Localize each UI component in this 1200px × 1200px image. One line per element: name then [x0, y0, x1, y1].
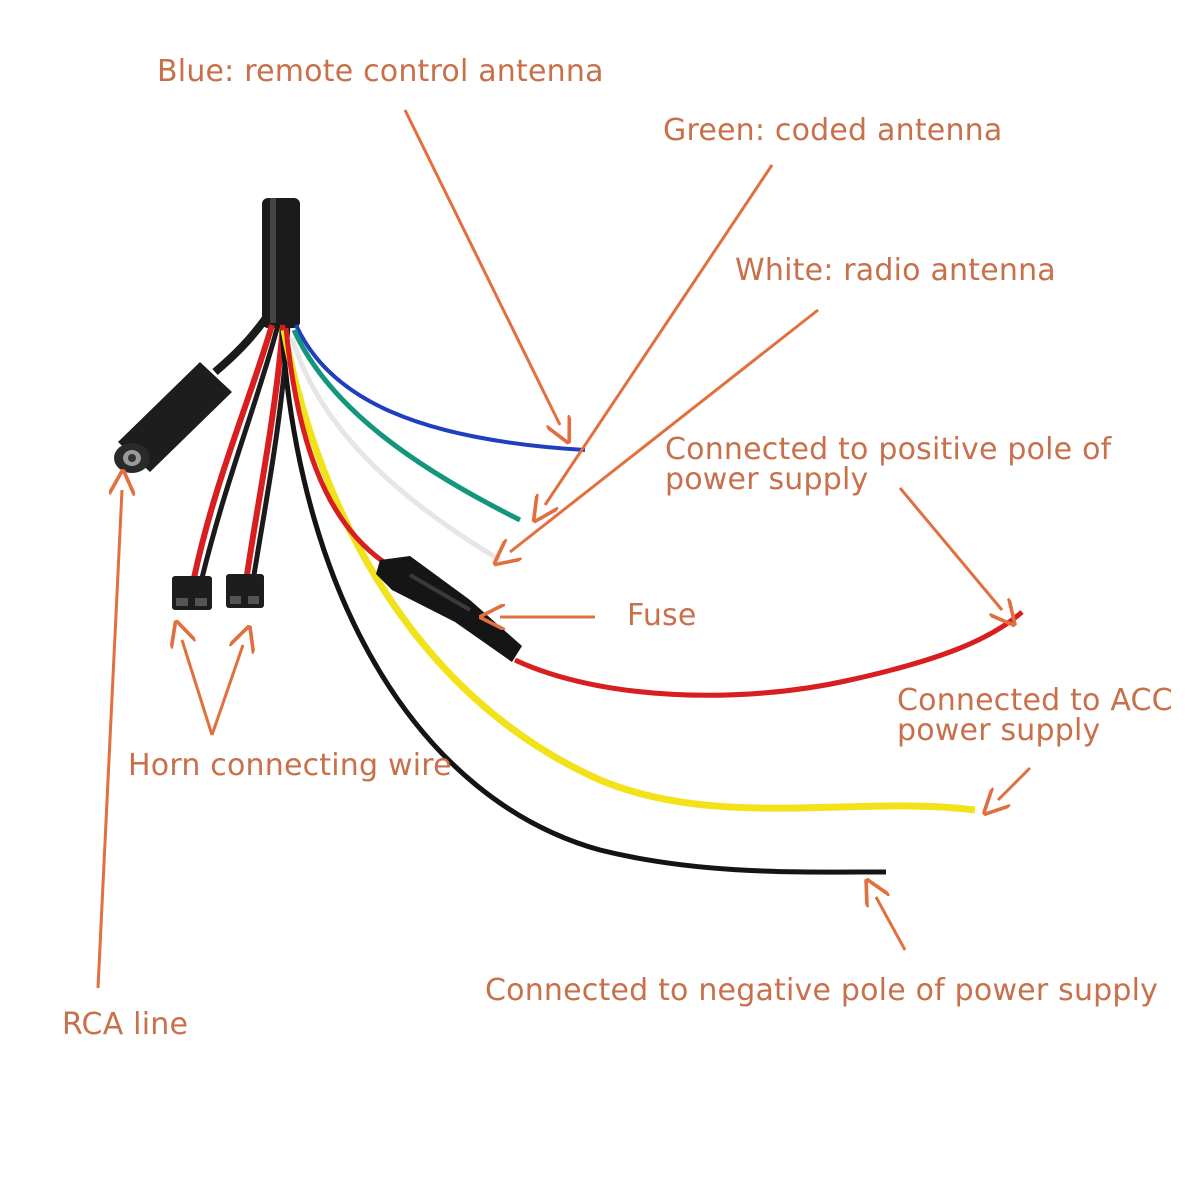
horn-arrow-right	[210, 645, 243, 736]
green-arrow	[545, 164, 774, 505]
positive-pole-label: Connected to positive pole of power supp…	[665, 432, 1112, 497]
horn-wire-label: Horn connecting wire	[128, 748, 452, 783]
rca-wire	[212, 315, 270, 376]
red-wire	[283, 327, 1024, 698]
white-arrow	[510, 308, 819, 552]
rca-arrow	[96, 490, 122, 989]
annotation-arrows	[96, 109, 1032, 989]
black-wire	[279, 329, 887, 875]
main-cable	[262, 198, 300, 328]
horn-arrow-left	[182, 640, 214, 736]
white-wire-label: White: radio antenna	[735, 253, 1056, 288]
positive-arrow	[898, 487, 1002, 610]
white-wire	[289, 337, 502, 563]
blue-wire-label: Blue: remote control antenna	[157, 54, 604, 89]
rca-jack	[114, 362, 232, 473]
fuse-holder	[376, 556, 522, 662]
fuse-label: Fuse	[627, 598, 697, 633]
negative-pole-label: Connected to negative pole of power supp…	[485, 973, 1159, 1008]
yellow-wire	[280, 329, 976, 814]
acc-arrow	[998, 766, 1032, 800]
negative-arrow	[876, 897, 907, 951]
acc-label: Connected to ACC power supply	[897, 683, 1173, 748]
green-wire-label: Green: coded antenna	[663, 113, 1003, 148]
rca-line-label: RCA line	[62, 1007, 189, 1042]
horn-wires	[191, 324, 291, 579]
horn-connector-left	[172, 576, 212, 610]
blue-arrow	[403, 109, 560, 425]
green-wire	[291, 328, 522, 523]
blue-wire	[294, 324, 586, 452]
horn-connector-right	[226, 574, 264, 608]
